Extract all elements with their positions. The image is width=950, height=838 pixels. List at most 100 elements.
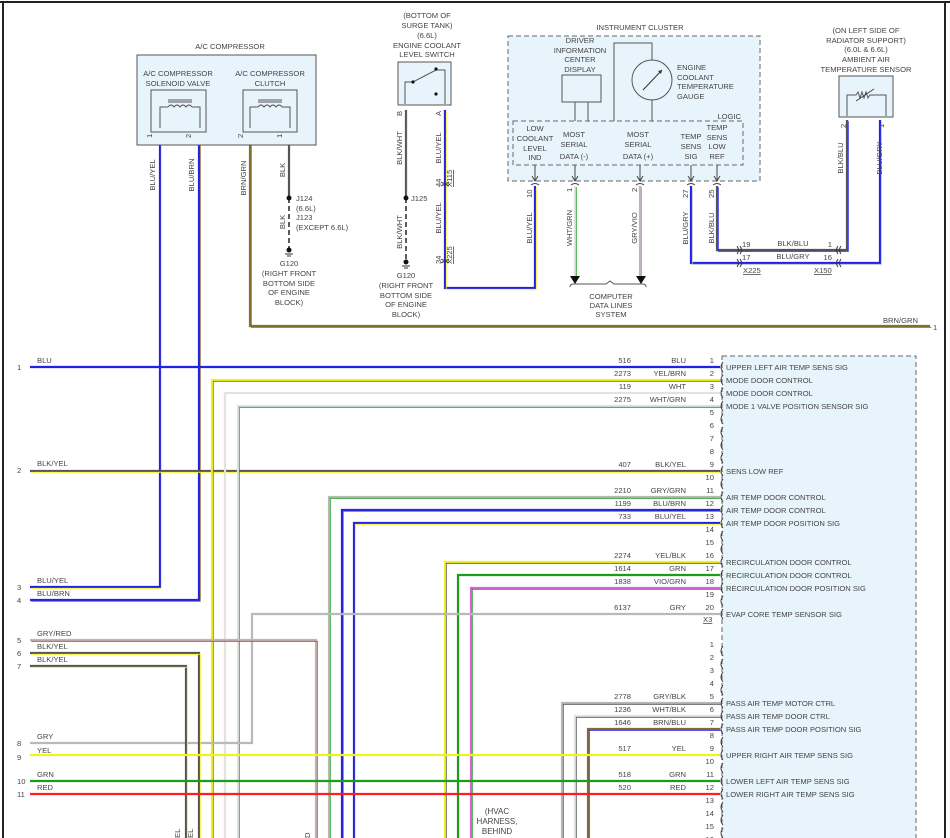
ground-label: BOTTOM SIDE bbox=[380, 291, 432, 300]
wire-pin-20 bbox=[30, 612, 720, 745]
ground-label: (RIGHT FRONT bbox=[379, 281, 434, 290]
gauge-label: GAUGE bbox=[677, 92, 704, 101]
circuit-number: 119 bbox=[619, 382, 631, 391]
wire-stripe bbox=[31, 666, 188, 838]
pin-number: 1 bbox=[145, 134, 154, 138]
wire-stripe bbox=[31, 653, 201, 838]
wire-stripe bbox=[329, 497, 722, 838]
wire-core bbox=[586, 727, 720, 838]
pin-function: AIR TEMP DOOR CONTROL bbox=[726, 506, 826, 515]
instrument-cluster: INSTRUMENT CLUSTER DRIVER INFORMATION CE… bbox=[507, 23, 832, 319]
wire-core bbox=[689, 120, 882, 265]
connector-icon bbox=[720, 517, 724, 529]
wire-b-pin-7 bbox=[586, 727, 722, 838]
wire-stripe bbox=[342, 510, 722, 838]
pin-arrow-icon bbox=[571, 165, 579, 182]
connector-icon bbox=[720, 582, 724, 594]
wire-temp-ref bbox=[715, 120, 849, 252]
dic-display-icon bbox=[561, 74, 602, 103]
connector-pin-row: 5 bbox=[710, 408, 724, 425]
pin-function: PASS AIR TEMP DOOR CTRL bbox=[726, 712, 830, 721]
solenoid-coil-icon bbox=[159, 99, 201, 128]
sensor-title: (6.0L & 6.6L) bbox=[844, 45, 888, 54]
connector-pin-row: 2 bbox=[710, 653, 724, 670]
row-wire-label: GRN bbox=[37, 770, 54, 779]
pin-number: 7 bbox=[710, 718, 714, 727]
connector-pin-row: 19 bbox=[706, 590, 724, 607]
wire-pin-17 bbox=[456, 573, 720, 838]
wire-core bbox=[456, 573, 720, 838]
pin-number: 2 bbox=[710, 653, 714, 662]
wire-color-label: BRN/BLU bbox=[653, 718, 686, 727]
pin-number: 1 bbox=[565, 188, 574, 192]
wire-color-label: BLU/YEL bbox=[655, 512, 686, 521]
connector-icon bbox=[720, 814, 724, 826]
row-wire-label: GRY/RED bbox=[37, 629, 72, 638]
circuit-number: 516 bbox=[618, 356, 631, 365]
wire-label: BLK bbox=[278, 215, 287, 229]
logic-pin-label: IND bbox=[528, 153, 542, 162]
wire-label: BLU/YEL bbox=[434, 202, 443, 233]
clutch-coil-icon bbox=[249, 99, 291, 128]
connector-icon bbox=[720, 697, 724, 709]
wire-color-label: GRY/GRN bbox=[651, 486, 686, 495]
wire-core bbox=[327, 495, 720, 838]
wire-label: EL bbox=[173, 829, 182, 838]
row-wire-label: BLK/YEL bbox=[37, 642, 68, 651]
logic-pin-label: SIG bbox=[684, 152, 697, 161]
pin-number: 10 bbox=[706, 757, 714, 766]
pin-number: 10 bbox=[706, 473, 714, 482]
pin-function: PASS AIR TEMP DOOR POSITION SIG bbox=[726, 725, 862, 734]
wire-color-label: YEL/BLK bbox=[655, 551, 686, 560]
connector-icon bbox=[720, 749, 724, 761]
wire-label: BLU/BRN bbox=[187, 159, 196, 192]
wire-coolant-level bbox=[443, 110, 537, 290]
connector-icon bbox=[440, 181, 450, 187]
connector-icon bbox=[720, 775, 724, 787]
pin-number: 19 bbox=[742, 240, 750, 249]
wire-most-plus bbox=[638, 186, 642, 278]
wire-color-label: WHT/BLK bbox=[652, 705, 686, 714]
pin-number: 2 bbox=[184, 134, 193, 138]
wire-stripe bbox=[588, 729, 722, 838]
wire-core bbox=[248, 133, 930, 328]
row-number: 1 bbox=[17, 363, 21, 372]
connector-icon bbox=[440, 258, 450, 264]
logic-pin-label: TEMP bbox=[706, 123, 727, 132]
circuit-number: 1236 bbox=[614, 705, 631, 714]
logic-box bbox=[512, 120, 744, 166]
connector-icon bbox=[736, 258, 742, 268]
connector-icon bbox=[530, 183, 540, 186]
logic-pin-label: LOW bbox=[708, 142, 726, 151]
wire-core bbox=[30, 612, 720, 745]
connector-icon bbox=[712, 183, 722, 186]
connector-icon bbox=[720, 452, 724, 464]
row-wire-label: BLK/YEL bbox=[37, 459, 68, 468]
wire-color-label: GRN bbox=[669, 770, 686, 779]
connector-pin-row: 15 bbox=[706, 822, 724, 838]
wire-color-label: GRN bbox=[669, 564, 686, 573]
pin-function: PASS AIR TEMP MOTOR CTRL bbox=[726, 699, 835, 708]
pin-number: 27 bbox=[681, 190, 690, 198]
wire-label: BLU/GRY bbox=[875, 141, 884, 174]
sensor-title: (ON LEFT SIDE OF bbox=[833, 26, 900, 35]
wire-color-label: BLK/YEL bbox=[655, 460, 686, 469]
data-lines-label: SYSTEM bbox=[595, 310, 626, 319]
ground-label: G120 bbox=[280, 259, 299, 268]
wire-label: D bbox=[303, 832, 312, 838]
connector-icon bbox=[720, 387, 724, 399]
harness-note: HARNESS, bbox=[477, 817, 518, 826]
circuit-number: 407 bbox=[618, 460, 631, 469]
pin-number: 2 bbox=[839, 124, 848, 128]
logic-pin-label: MOST bbox=[563, 130, 585, 139]
pin-number: 15 bbox=[706, 822, 714, 831]
connector-icon bbox=[720, 569, 724, 581]
wire-temp-sig bbox=[689, 120, 882, 265]
row-wire-label: BLU/YEL bbox=[37, 576, 68, 585]
connector-icon bbox=[736, 245, 742, 255]
connector-pin-row: 1 bbox=[710, 640, 724, 657]
